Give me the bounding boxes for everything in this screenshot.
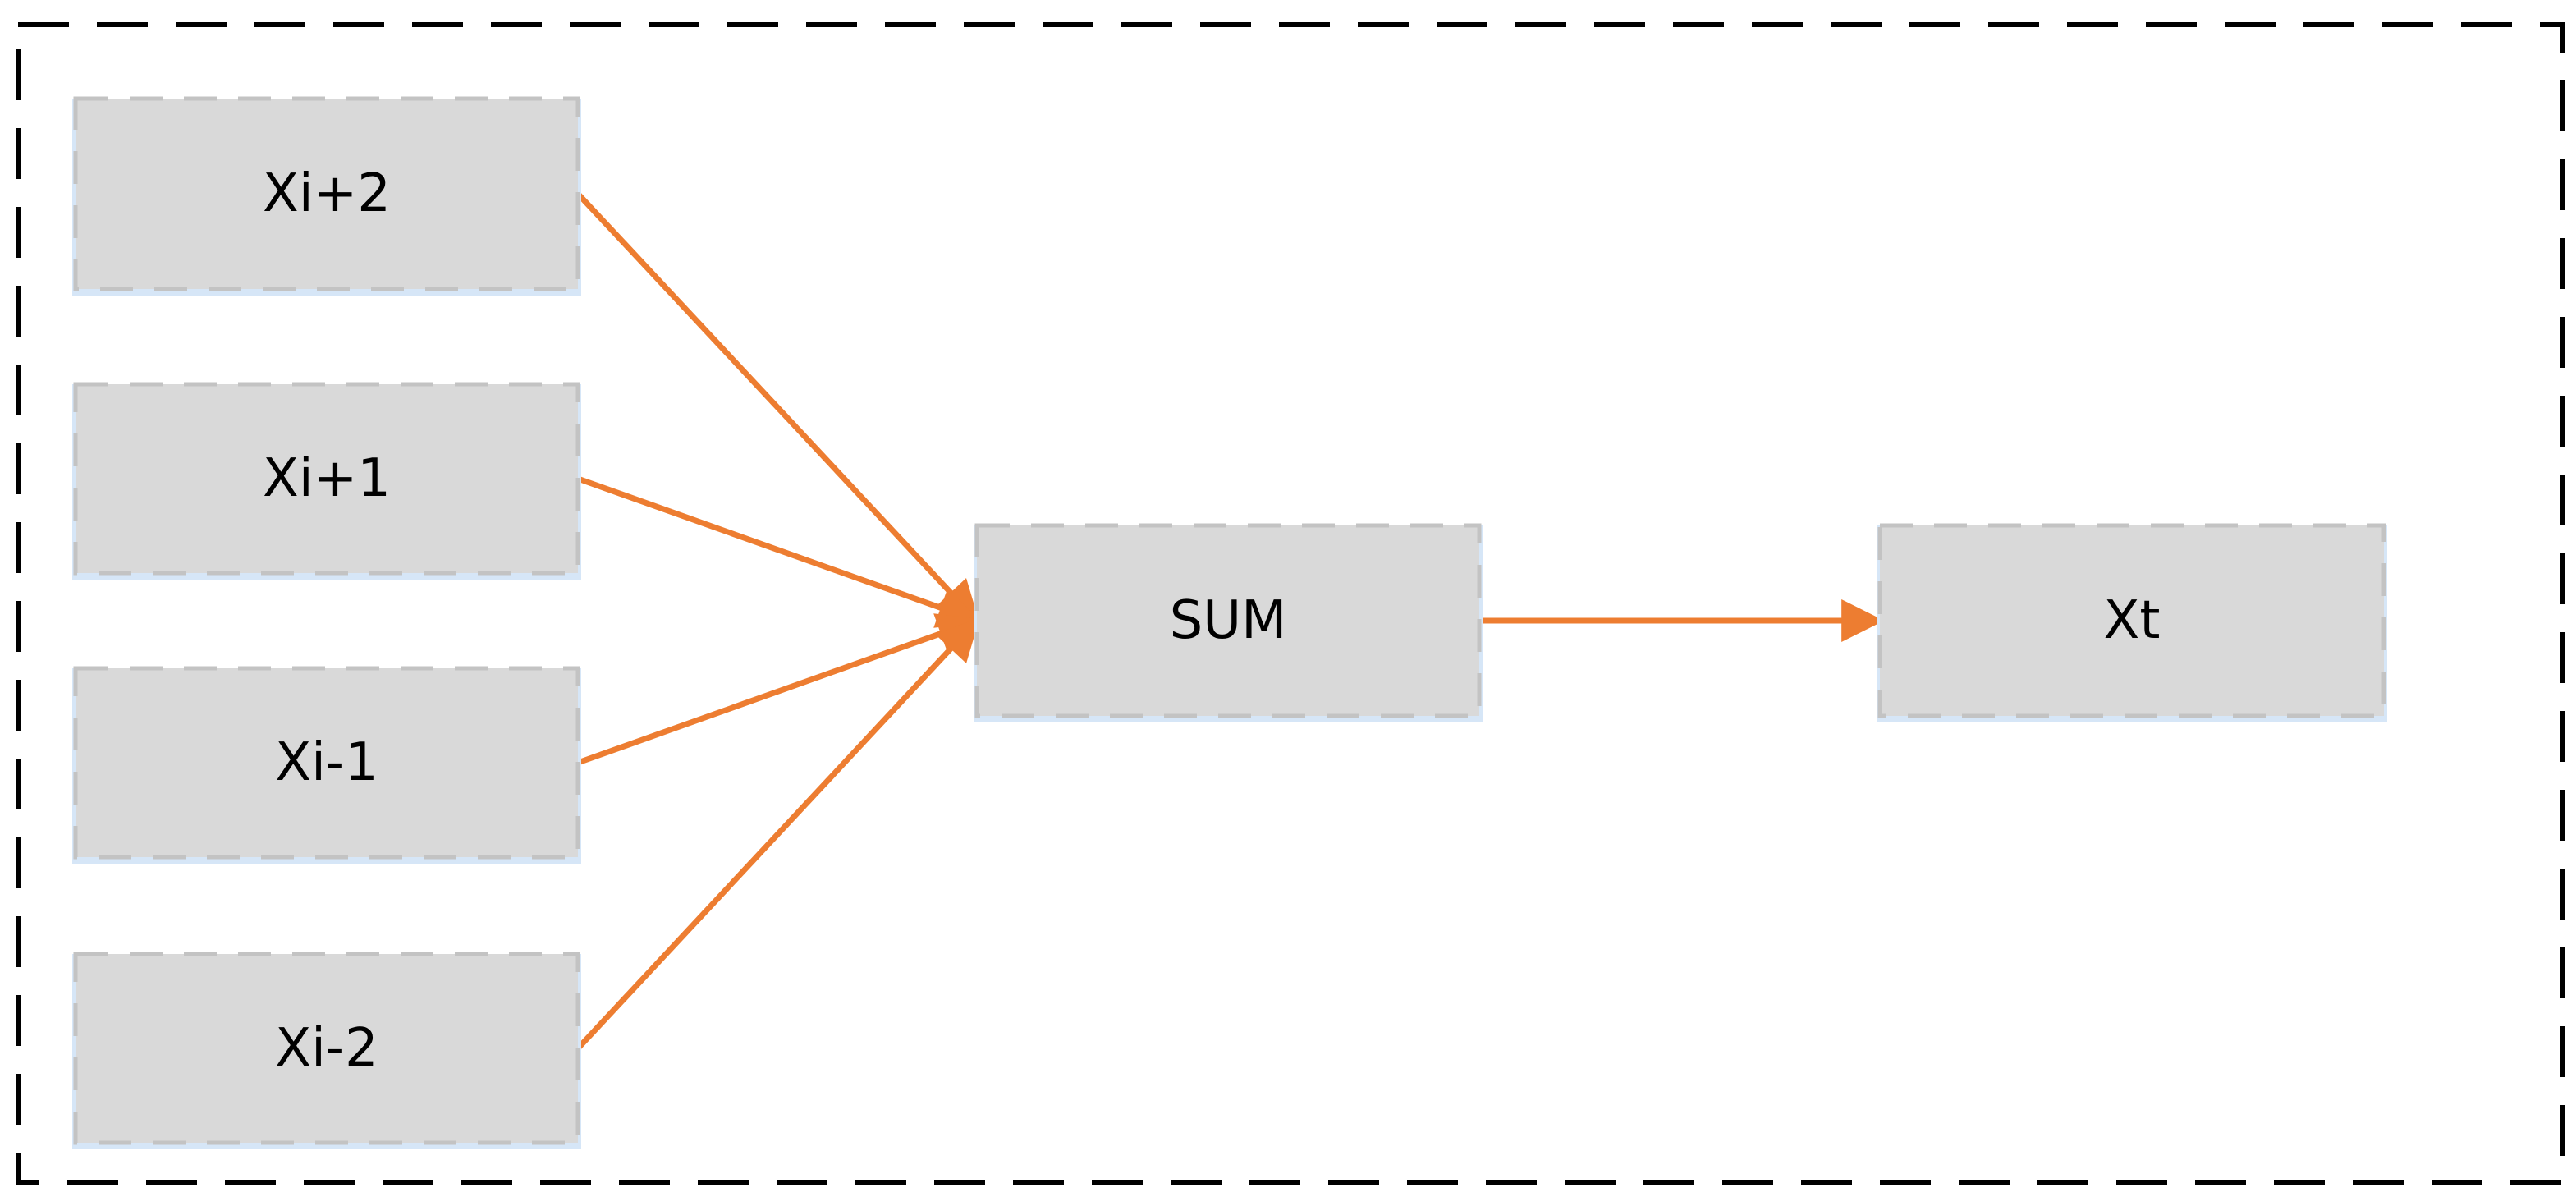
node-label-xi-minus-2: Xi-2 [275, 1018, 378, 1079]
node-label-xi-minus-1: Xi-1 [275, 732, 378, 793]
node-xi-minus-2: Xi-2 [72, 952, 581, 1149]
arrow-xi-plus-2-to-sum [575, 190, 980, 624]
node-xi-plus-2: Xi+2 [72, 96, 581, 296]
arrow-xi-minus-1-to-sum [575, 613, 981, 766]
node-label-xt: Xt [2104, 590, 2161, 651]
arrow-xi-plus-1-to-sum [575, 475, 981, 628]
edges-layer [575, 190, 1885, 1052]
node-xi-plus-1: Xi+1 [72, 382, 581, 580]
node-label-xi-plus-1: Xi+1 [263, 448, 391, 509]
outer-dashed-frame [16, 22, 2565, 1185]
node-label-sum: SUM [1170, 590, 1287, 651]
arrow-xi-minus-2-to-sum [575, 617, 980, 1052]
node-label-xi-plus-2: Xi+2 [263, 163, 391, 224]
node-sum: SUM [974, 523, 1483, 722]
node-xi-minus-1: Xi-1 [72, 666, 581, 864]
node-xt: Xt [1877, 523, 2387, 722]
